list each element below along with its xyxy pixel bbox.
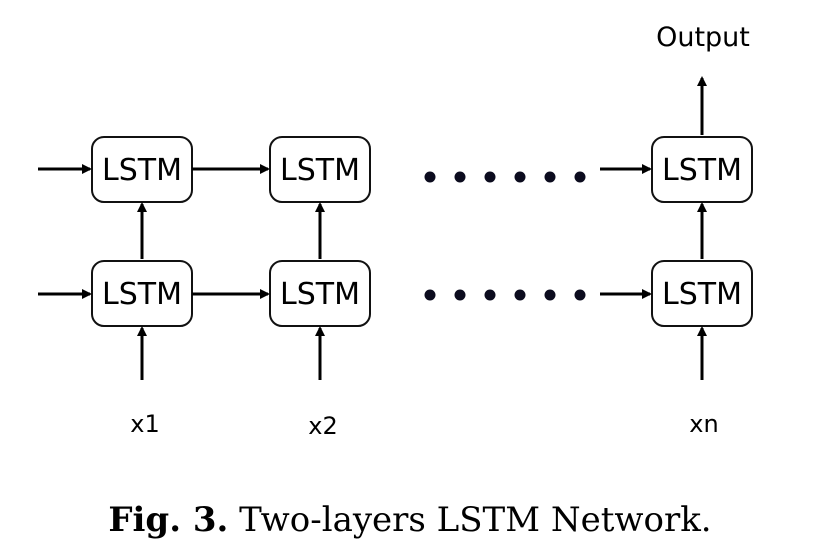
lstm-cell-layer2-t2: LSTM (269, 136, 371, 203)
figure-caption: Fig. 3. Two-layers LSTM Network. (0, 500, 820, 540)
lstm-cell-layer2-tn: LSTM (651, 136, 753, 203)
lstm-cell-label: LSTM (662, 277, 742, 312)
figure-number: Fig. 3. (108, 500, 229, 540)
input-label-x2: x2 (308, 412, 337, 440)
ellipsis-dots-layer1 (424, 289, 586, 301)
output-label: Output (656, 22, 750, 53)
ellipsis-dots-layer2 (424, 171, 586, 183)
lstm-network-diagram: LSTM LSTM LSTM LSTM LSTM LSTM (38, 22, 753, 440)
lstm-cell-label: LSTM (102, 153, 182, 188)
caption-text: Two-layers LSTM Network. (239, 500, 712, 540)
input-label-x1: x1 (130, 410, 159, 438)
lstm-cell-label: LSTM (280, 153, 360, 188)
lstm-cell-layer2-t1: LSTM (91, 136, 193, 203)
lstm-cell-label: LSTM (280, 277, 360, 312)
lstm-cell-layer1-tn: LSTM (651, 260, 753, 327)
input-label-xn: xn (689, 410, 718, 438)
lstm-cell-label: LSTM (662, 153, 742, 188)
lstm-cell-layer1-t2: LSTM (269, 260, 371, 327)
lstm-cell-label: LSTM (102, 277, 182, 312)
lstm-cell-layer1-t1: LSTM (91, 260, 193, 327)
